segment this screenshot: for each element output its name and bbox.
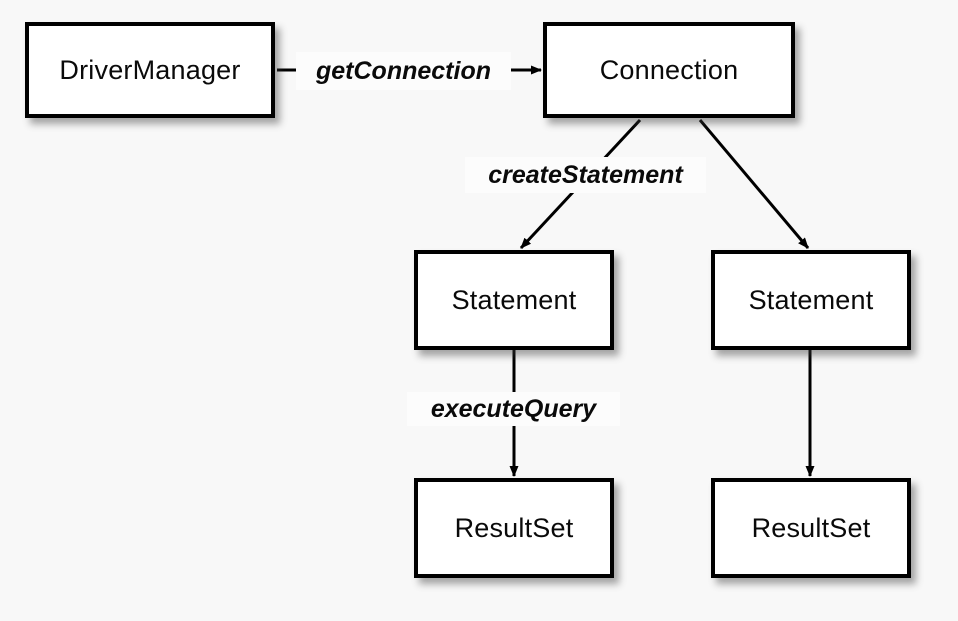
edge-createstatement-2 xyxy=(698,119,810,249)
edge-label-text-getconnection: getConnection xyxy=(316,56,491,85)
node-label-statement-left: Statement xyxy=(451,284,577,315)
node-label-connection: Connection xyxy=(599,54,739,85)
edge-label-text-executequery: executeQuery xyxy=(430,394,597,423)
node-label-drivermanager: DriverManager xyxy=(59,54,241,85)
node-drivermanager[interactable]: DriverManager xyxy=(25,22,275,118)
node-statement-left[interactable]: Statement xyxy=(414,250,614,350)
node-label-resultset-right: ResultSet xyxy=(751,512,871,543)
edge-label-createstatement: createStatement xyxy=(465,157,706,193)
edge-label-text-createstatement: createStatement xyxy=(488,160,683,189)
node-resultset-right[interactable]: ResultSet xyxy=(711,478,911,578)
node-resultset-left[interactable]: ResultSet xyxy=(414,478,614,578)
edge-label-getconnection: getConnection xyxy=(296,52,511,90)
node-label-statement-right: Statement xyxy=(748,284,874,315)
node-statement-right[interactable]: Statement xyxy=(711,250,911,350)
edge-label-executequery: executeQuery xyxy=(407,392,620,426)
node-label-resultset-left: ResultSet xyxy=(454,512,574,543)
node-connection[interactable]: Connection xyxy=(543,22,795,118)
